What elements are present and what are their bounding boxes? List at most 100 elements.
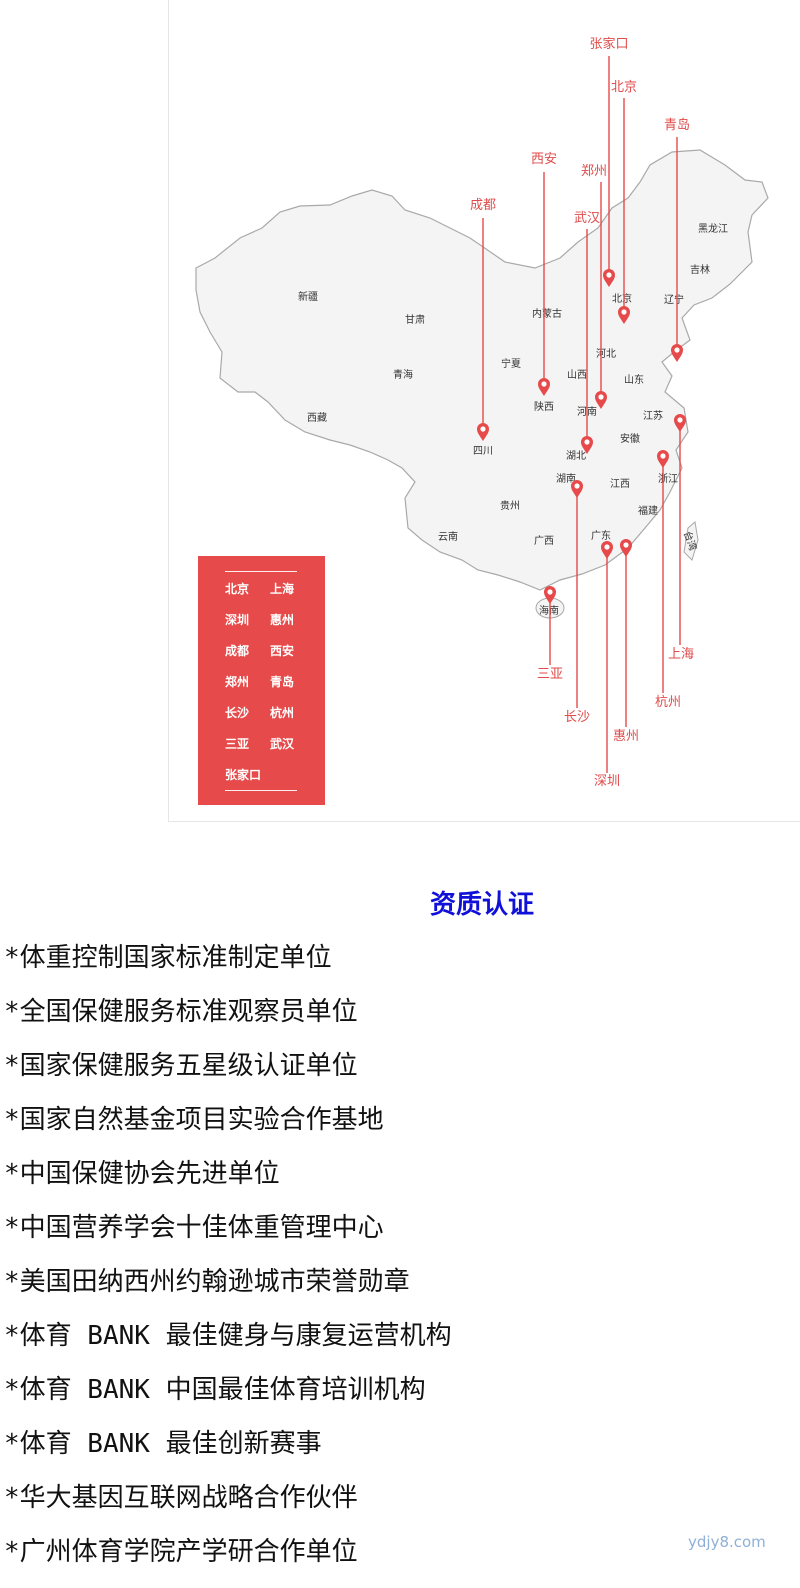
map-pin-center [604,544,610,550]
map-pin-center [660,453,666,459]
map-pin-icon [657,450,669,468]
province-label: 江西 [610,478,630,490]
city-marker: 长沙 [564,480,590,725]
province-label: 河北 [596,348,616,360]
province-label: 湖北 [566,450,586,462]
city-marker: 郑州 [581,164,607,409]
certification-title: 资质认证 [429,890,534,920]
map-pin-icon [620,539,632,557]
legend-city: 北京 [225,582,250,596]
city-label: 深圳 [594,774,620,789]
city-marker: 武汉 [574,211,600,454]
province-label: 新疆 [298,290,318,303]
map-pin-center [541,381,547,387]
province-label: 陕西 [534,400,554,413]
certification-item: *体育 BANK 中国最佳体育培训机构 [4,1375,426,1405]
map-pin-icon [601,541,613,559]
legend-city: 上海 [270,582,295,596]
province-label: 广西 [534,535,554,547]
province-label: 宁夏 [501,357,521,370]
legend-city: 郑州 [225,675,250,689]
province-label: 吉林 [690,263,710,276]
legend-city: 长沙 [225,706,250,720]
city-label: 西安 [531,152,557,167]
certification-item: *体育 BANK 最佳创新赛事 [4,1429,322,1459]
map-pin-center [574,483,580,489]
certification-item: *广州体育学院产学研合作单位 [4,1537,358,1567]
certification-item: *国家自然基金项目实验合作基地 [4,1105,384,1135]
china-outline [195,149,769,591]
map-pin-center [677,417,683,423]
legend-city: 惠州 [270,613,295,627]
city-label: 青岛 [664,117,690,133]
map-pin-center [674,347,680,353]
city-label: 武汉 [574,211,600,226]
map-pin-icon [671,344,683,362]
certification-item: *体育 BANK 最佳健身与康复运营机构 [4,1321,452,1351]
certification-item: *美国田纳西州约翰逊城市荣誉勋章 [4,1267,410,1297]
legend-city: 三亚 [225,737,250,751]
province-label: 浙江 [658,473,678,485]
city-marker: 三亚 [537,586,563,682]
legend-city: 青岛 [270,675,295,689]
city-marker: 深圳 [594,541,620,789]
province-label: 辽宁 [664,293,684,306]
certification-item: *华大基因互联网战略合作伙伴 [4,1483,358,1513]
city-label: 杭州 [655,695,681,710]
city-legend: 北京上海深圳惠州成都西安郑州青岛长沙杭州三亚武汉张家口 [198,556,325,805]
legend-city: 杭州 [270,706,295,720]
city-marker: 杭州 [655,450,681,710]
province-label: 北京 [612,292,632,305]
province-label: 海南 [539,604,559,617]
map-pin-center [598,394,604,400]
city-label: 张家口 [589,36,628,52]
certification-item: *中国营养学会十佳体重管理中心 [4,1213,384,1243]
province-label: 黑龙江 [698,222,728,235]
map-pin-icon [618,306,630,324]
map-pin-center [480,426,486,432]
province-label: 甘肃 [405,313,425,326]
city-marker: 青岛 [664,117,690,362]
map-pin-center [547,589,553,595]
map-pin-center [606,272,612,278]
province-label: 山西 [567,369,587,381]
city-label: 成都 [470,198,496,213]
city-marker: 上海 [668,414,694,662]
map-pin-icon [538,378,550,396]
province-label: 云南 [438,530,458,543]
city-marker: 惠州 [613,539,639,744]
map-pin-icon [477,423,489,441]
province-label: 山东 [624,373,644,386]
map-pin-icon [674,414,686,432]
certification-item: *中国保健协会先进单位 [4,1159,280,1189]
legend-city: 武汉 [270,737,295,751]
china-map: 新疆西藏青海甘肃内蒙古宁夏四川陕西山西河北北京辽宁吉林黑龙江山东河南湖北安徽江苏… [195,36,769,789]
province-label: 贵州 [500,499,520,512]
province-label: 内蒙古 [532,307,562,320]
certification-item: *全国保健服务标准观察员单位 [4,997,358,1027]
map-pin-icon [595,391,607,409]
province-label: 湖南 [556,472,576,485]
city-marker: 张家口 [589,36,629,287]
legend-bottom-rule [225,790,297,791]
legend-city: 深圳 [225,613,250,627]
province-label: 安徽 [620,432,640,445]
city-marker: 成都 [470,198,496,441]
city-label: 北京 [611,80,637,95]
map-pin-icon [603,269,615,287]
map-pin-icon [581,436,593,454]
province-label: 四川 [473,446,493,457]
taiwan-outline [683,521,699,561]
city-label: 长沙 [564,710,590,725]
map-pin-center [623,542,629,548]
city-marker: 西安 [531,152,557,396]
map-pin-center [584,439,590,445]
province-label: 西藏 [307,412,327,424]
legend-top-rule [225,571,297,572]
city-label: 郑州 [581,164,607,179]
certification-item: *国家保健服务五星级认证单位 [4,1051,358,1081]
province-label: 广东 [591,529,611,542]
certification-item: *体重控制国家标准制定单位 [4,943,332,973]
watermark: ydjy8.com [688,1533,766,1551]
legend-city: 西安 [270,644,295,658]
